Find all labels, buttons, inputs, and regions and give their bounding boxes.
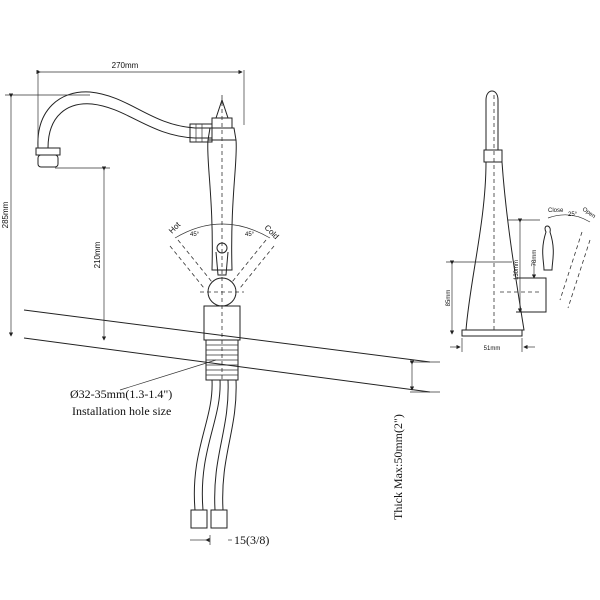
thickness-label: Thick Max:50mm(2") — [391, 414, 405, 520]
front-faucet — [35, 91, 275, 529]
cold-angle: 45° — [245, 232, 255, 238]
open-label: Open — [581, 207, 596, 220]
width-dimension: 270mm — [112, 61, 139, 70]
lever-angle: 25° — [568, 212, 578, 218]
height-dimension: 285mm — [1, 201, 10, 228]
hole-size-label: Ø32-35mm(1.3-1.4") — [70, 387, 172, 401]
base-width-dimension: 51mm — [484, 346, 501, 352]
side-faucet — [461, 90, 591, 337]
hole-size-caption: Installation hole size — [72, 404, 171, 418]
spout-height-dimension: 210mm — [93, 241, 102, 268]
countertop — [23, 309, 440, 393]
hose-size-label: 15(3/8) — [234, 533, 269, 547]
body-height-dimension: 85mm — [446, 290, 452, 307]
hot-label: Hot — [167, 220, 183, 236]
lever-height-dimension: 130mm — [514, 260, 520, 280]
cold-label: Cold — [263, 223, 281, 241]
thread-lines — [206, 344, 238, 376]
handle-dimension: 78mm — [532, 250, 538, 267]
hot-angle: 45° — [190, 232, 200, 238]
close-label: Close — [548, 208, 564, 214]
